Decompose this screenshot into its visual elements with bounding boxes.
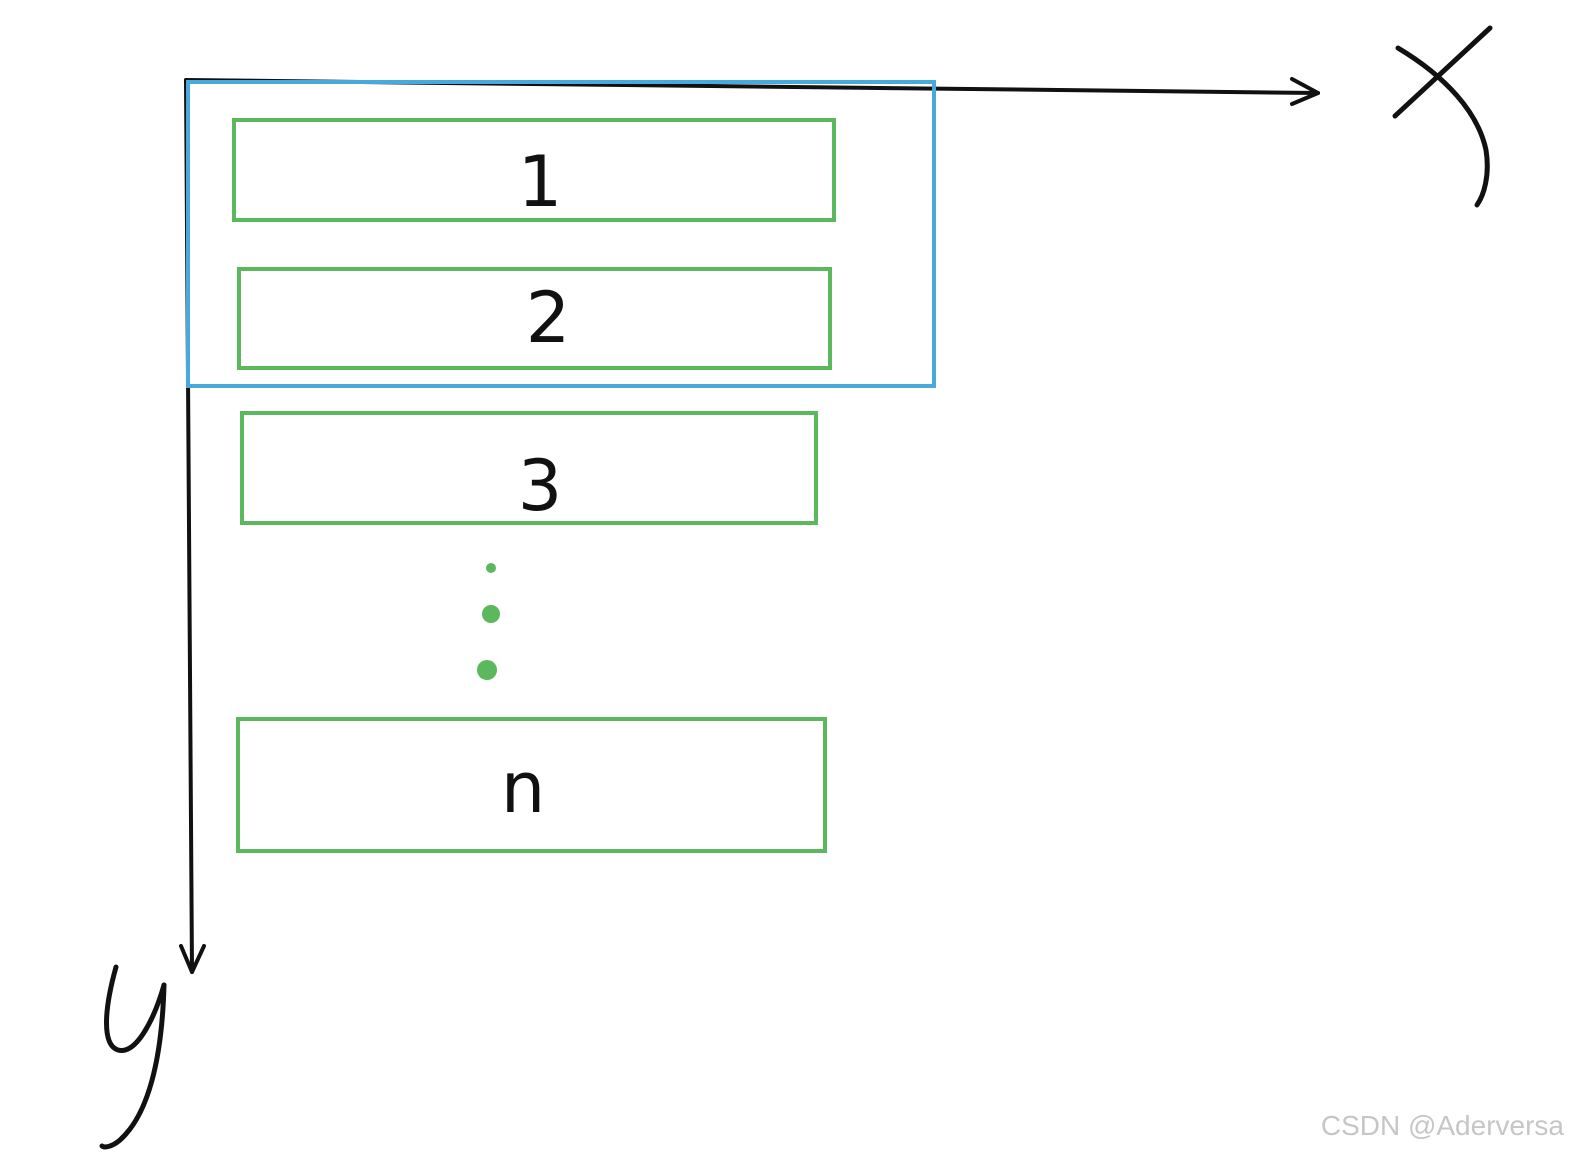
item-box-1-border <box>232 118 836 222</box>
y-axis-arrowhead <box>179 944 206 974</box>
item-box-1: 1 <box>232 118 836 223</box>
y-axis-label: y <box>99 964 167 1150</box>
ellipsis-dots <box>477 563 500 680</box>
item-box-n-border <box>236 717 827 853</box>
item-box-2: 2 <box>237 267 832 370</box>
ellipsis-dot-1 <box>486 563 496 573</box>
item-label-3: 3 <box>518 445 563 527</box>
ellipsis-dot-2 <box>482 605 500 623</box>
item-label-1: 1 <box>518 141 563 223</box>
ellipsis-dot-3 <box>477 660 497 680</box>
item-box-2-border <box>237 267 832 370</box>
viewport-box <box>186 80 936 388</box>
x-axis-arrowhead <box>1290 77 1320 106</box>
item-label-2: 2 <box>526 277 571 359</box>
x-axis-label-stroke-2 <box>1395 45 1490 208</box>
y-axis-label-stroke-2 <box>99 982 167 1150</box>
watermark: CSDN @Aderversa <box>1320 1110 1564 1141</box>
item-box-3: 3 <box>240 411 818 527</box>
item-label-n: n <box>501 747 545 829</box>
y-axis-label-stroke-1 <box>104 964 167 1053</box>
x-axis-label-stroke-1 <box>1392 25 1493 119</box>
item-box-3-border <box>240 411 818 525</box>
x-axis-label: X <box>1392 25 1493 208</box>
item-box-n: n <box>236 717 827 853</box>
